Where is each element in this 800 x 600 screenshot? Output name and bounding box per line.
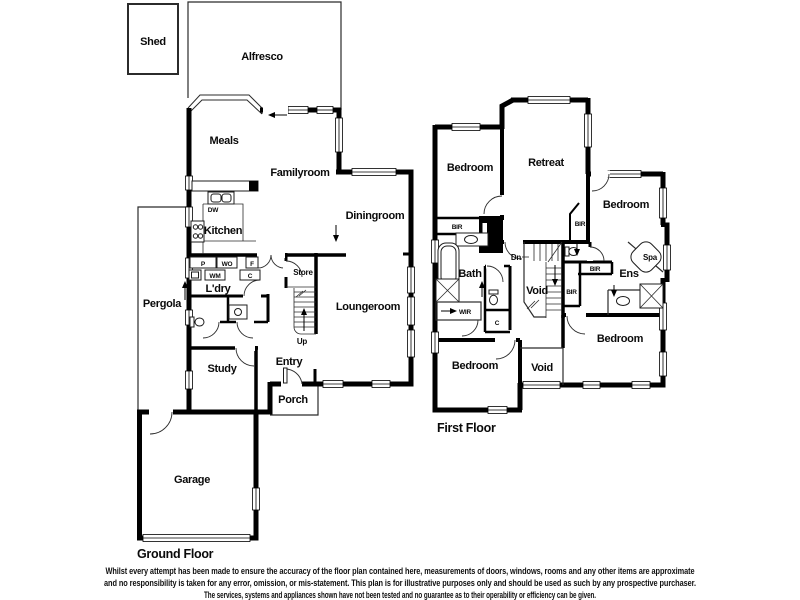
ground-outdoor-structures (127, 1, 342, 416)
fixture-label-bir-4: BIR (566, 289, 577, 296)
disclaimer-line-1: Whilst every attempt has been made to en… (106, 566, 695, 576)
room-label-shed: Shed (140, 36, 166, 48)
room-label-porch: Porch (278, 394, 308, 406)
first-stairs (522, 241, 563, 318)
ground-doors (149, 106, 303, 435)
stairs-label-dn: Dn (511, 253, 522, 262)
room-label-bedroom-4: Bedroom (597, 333, 644, 345)
first-windows (431, 96, 671, 414)
room-label-bedroom-1: Bedroom (447, 162, 494, 174)
room-label-store: Store (293, 268, 313, 277)
fixture-label-dishwasher: DW (208, 207, 219, 214)
first-labels: Bedroom Retreat Bedroom BIR BIR BIR BIR … (437, 157, 658, 435)
fixture-label-bir-3: BIR (590, 266, 601, 273)
disclaimer: Whilst every attempt has been made to en… (104, 566, 696, 600)
room-label-familyroom: Familyroom (270, 167, 330, 179)
ground-labels: Shed Alfresco Meals Familyroom Kitchen D… (137, 36, 405, 561)
fixture-label-fridge: F (250, 261, 254, 268)
room-label-void-lower: Void (531, 362, 553, 374)
room-label-entry: Entry (276, 356, 304, 368)
fixture-label-pantry: P (201, 261, 206, 268)
ground-kitchen-fixtures (190, 180, 259, 254)
first-ens-fixtures (607, 241, 664, 315)
room-label-retreat: Retreat (528, 157, 564, 169)
room-label-kitchen: Kitchen (204, 225, 243, 237)
floor-title-ground: Ground Floor (137, 547, 214, 561)
room-label-alfresco: Alfresco (241, 51, 283, 63)
room-label-loungeroom: Loungeroom (336, 301, 401, 313)
fixture-label-wall-oven: WO (222, 261, 233, 268)
room-label-laundry: L'dry (206, 283, 232, 295)
ground-arrows (182, 112, 339, 300)
fixture-label-wir: WIR (459, 309, 472, 316)
fixture-label-spa: Spa (643, 253, 658, 262)
disclaimer-line-3: The services, systems and appliances sho… (204, 590, 596, 600)
room-label-void-stairs: Void (526, 285, 548, 297)
room-label-garage: Garage (174, 474, 210, 486)
room-label-meals: Meals (209, 135, 238, 147)
room-label-ens: Ens (619, 268, 638, 280)
first-arrows (441, 244, 617, 314)
room-label-bedroom-3: Bedroom (452, 360, 499, 372)
room-label-bedroom-2: Bedroom (603, 199, 650, 211)
room-label-bath: Bath (458, 268, 482, 280)
fixture-label-cupboard: C (248, 273, 253, 280)
floor-title-first: First Floor (437, 421, 496, 435)
room-label-study: Study (207, 363, 237, 375)
ground-stairs (286, 286, 316, 335)
first-bath-fixtures (435, 232, 499, 321)
fixture-label-bir-1: BIR (452, 224, 463, 231)
stairs-label-up: Up (297, 337, 308, 346)
disclaimer-line-2: and no responsibility is taken for any e… (104, 578, 696, 588)
ground-windows (142, 106, 415, 542)
fixture-label-washing-machine: WM (209, 273, 220, 280)
ground-wc-fixtures (189, 304, 248, 328)
room-label-pergola: Pergola (143, 298, 182, 310)
ground-laundry-fixtures (188, 256, 261, 281)
fixture-label-bir-2: BIR (575, 221, 586, 228)
fixture-label-cupboard-first: C (495, 320, 500, 327)
room-label-diningroom: Diningroom (346, 210, 405, 222)
